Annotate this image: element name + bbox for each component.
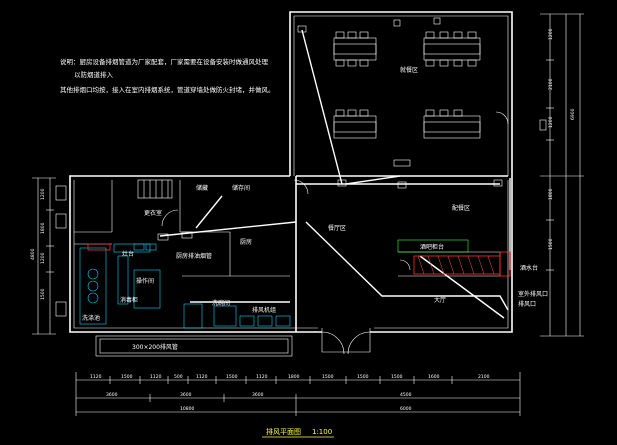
dim-top-10: 1500 [357,374,369,380]
label-dining-top: 就餐区 [400,66,418,74]
label-hall: 大厅 [434,296,446,304]
label-vent: 排风口 [518,300,536,308]
dim-top-4: 500 [174,374,183,380]
dim-bottom-2: 6000 [400,406,412,412]
dining-tables-upper: 就餐区 [333,31,481,139]
label-exhaust: 厨房排油烟管 [176,252,212,260]
dim-mid-4: 4500 [400,392,412,398]
label-store-room: 储存间 [232,184,250,192]
dim-left-4: 1500 [40,288,46,300]
red-hatch-areas [87,243,511,277]
label-sink: 洗涤池 [82,314,100,322]
drawing-title: 排风平面图 1:100 [262,427,334,438]
label-outlet: 室外排风口 [518,290,548,298]
label-storage-top: 储藏 [196,184,208,192]
label-dining-main: 餐厅区 [328,224,346,232]
title-text: 排风平面图 [266,427,301,436]
note-line-2: 以防烟道排入 [74,70,114,79]
left-wall-notches [55,185,67,317]
note-line-3: 其他排烟口均按，接入在室内排烟系统，管道穿墙处做防火封堵，并做风。 [60,85,275,94]
label-staff: 更衣室 [144,209,162,217]
kitchen-equipment [79,243,291,329]
bottom-exhaust-duct: 300×200排风管 [95,335,293,357]
dim-mid-1: 3600 [106,392,118,398]
dim-left-2: 1800 [40,222,46,234]
dim-right-2: 2100 [548,78,554,90]
dimension-text: 1120 1500 1120 500 1120 1500 1120 1800 1… [30,28,576,412]
dim-top-6: 1500 [226,374,238,380]
dim-top-5: 1120 [196,374,208,380]
label-wash: 洗碗间 [212,299,230,307]
dim-top-8: 1800 [288,374,300,380]
dim-right-total: 6900 [570,108,576,120]
label-sterilize: 消毒柜 [120,296,138,304]
dimension-lines-left [32,177,56,335]
vent-markers [157,17,547,241]
label-kitchen: 厨房 [240,238,252,246]
table-set-3 [333,109,377,139]
dim-left-1: 1200 [40,188,46,200]
dimension-lines-right [540,13,584,337]
dim-right-5: 1500 [548,238,554,250]
title-scale: 1:100 [312,428,332,436]
dim-top-9: 1500 [322,374,334,380]
stair-block [137,179,173,199]
dim-right-4: 1800 [548,188,554,200]
table-set-1 [333,31,377,67]
label-cook: 操作间 [136,277,154,285]
dim-top-3: 1120 [150,374,162,380]
dim-right-3: 1200 [548,116,554,128]
dim-top-2: 1500 [121,374,133,380]
dim-top-13: 2100 [478,374,490,380]
label-prep: 配餐区 [452,204,470,212]
note-line-1: 说明：厨房设备排烟管道为厂家配套，厂家需要在设备安装时做通风处理 [60,57,269,66]
room-labels: 配餐区 餐厅区 大厅 更衣室 厨房 厨房排油烟管 储藏 储存间 灶台 操作间 消… [82,184,548,322]
dim-top-11: 1500 [391,374,403,380]
dim-bottom-1: 10800 [180,406,194,412]
dim-mid-2: 3600 [180,392,192,398]
label-fan-room: 排风机组 [252,306,276,314]
dim-top-1: 1120 [90,374,102,380]
table-set-2 [423,31,481,67]
bar-counter-zone: 酒吧柜台 [397,239,469,253]
label-duct-300x200: 300×200排风管 [132,343,178,351]
exhaust-runs [159,29,511,319]
dim-top-12: 1600 [428,374,440,380]
notes-block: 说明：厨房设备排烟管道为厂家配套，厂家需要在设备安装时做通风处理 以防烟道排入 … [60,57,275,94]
dim-mid-3: 3600 [252,392,264,398]
label-stove: 灶台 [122,250,134,258]
label-bar: 酒水台 [520,264,538,272]
label-bar-counter: 酒吧柜台 [420,243,444,251]
dim-left-3: 1200 [40,252,46,264]
table-set-4 [423,109,481,139]
dim-right-1: 1200 [548,28,554,40]
dimension-lines-bottom [75,372,521,416]
dim-left-total: 4800 [30,248,36,260]
dim-top-7: 1120 [256,374,268,380]
